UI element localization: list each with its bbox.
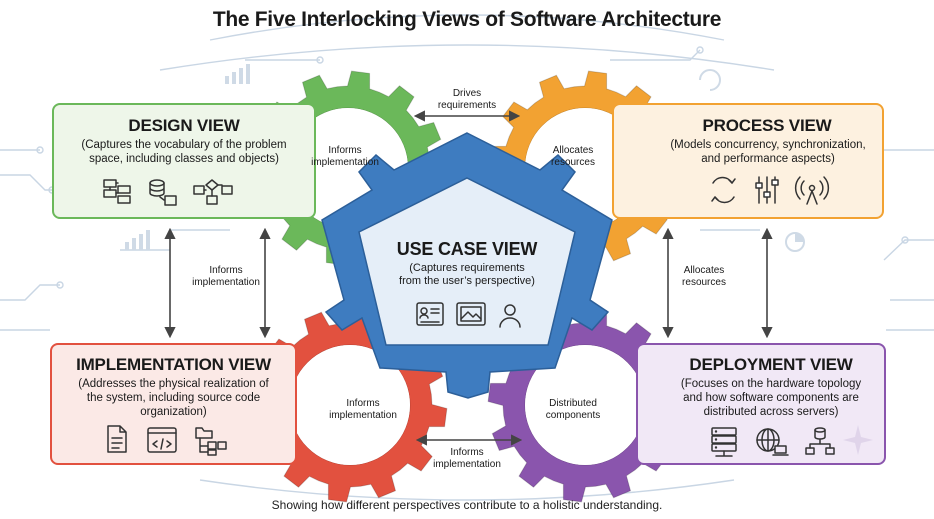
- diagram-caption: Showing how different perspectives contr…: [271, 498, 663, 512]
- circuit-line: [159, 44, 775, 71]
- circuit-line: [0, 284, 60, 301]
- diagram-title: The Five Interlocking Views of Software …: [212, 8, 722, 31]
- design-view-box: DESIGN VIEW (Captures the vocabulary of …: [52, 103, 316, 219]
- background-refresh-icon: [699, 69, 721, 91]
- circuit-line: [209, 14, 725, 41]
- network-nodes-icon: [805, 427, 835, 455]
- background-bar-chart-icon: [239, 68, 243, 84]
- circuit-line: [199, 479, 735, 501]
- code-window-icon: [147, 427, 177, 453]
- circuit-line: [883, 239, 934, 261]
- background-bar-chart-icon: [139, 234, 143, 250]
- circuit-node: [316, 56, 324, 64]
- class-diagram-icon: [103, 179, 131, 204]
- deployment-gear-hub: [525, 345, 645, 465]
- circuit-line: [610, 49, 701, 61]
- image-frame-icon: [456, 302, 486, 326]
- globe-laptop-icon: [756, 428, 789, 456]
- process-view-description: (Models concurrency, synchronization,and…: [670, 139, 866, 165]
- user-icon: [499, 304, 521, 328]
- folder-tree-icon: [195, 427, 227, 456]
- background-pie-icon: [795, 233, 804, 242]
- use-case-view-shape: [321, 132, 613, 399]
- database-cube-icon: [149, 179, 177, 206]
- circuit-node: [901, 236, 909, 244]
- implementation-view-heading: IMPLEMENTATION VIEW: [76, 355, 271, 374]
- background-bar-chart-icon: [146, 230, 150, 250]
- circuit-node: [696, 46, 704, 54]
- background-bar-chart-icon: [125, 242, 129, 250]
- implementation-gear-hub: [290, 345, 410, 465]
- background-bar-chart-icon: [232, 72, 236, 84]
- use-case-inner-panel: [358, 177, 576, 346]
- sync-arrows-icon: [711, 176, 736, 204]
- circuit-node: [56, 281, 64, 289]
- background-bar-chart-icon: [225, 76, 229, 84]
- sparkle-icon: [843, 425, 873, 455]
- process-view-box: PROCESS VIEW (Models concurrency, synchr…: [612, 103, 884, 219]
- background-bar-chart-icon: [246, 64, 250, 84]
- implementation-view-box: IMPLEMENTATION VIEW (Addresses the physi…: [50, 343, 297, 465]
- server-rack-icon: [711, 427, 737, 457]
- user-story-icon: [416, 302, 444, 326]
- process-view-heading: PROCESS VIEW: [702, 116, 832, 135]
- sliders-icon: [755, 176, 779, 204]
- design-view-heading: DESIGN VIEW: [128, 116, 240, 135]
- flowchart-icon: [193, 179, 233, 205]
- deployment-view-heading: DEPLOYMENT VIEW: [689, 355, 853, 374]
- document-icon: [107, 425, 127, 453]
- signal-tower-icon: [794, 176, 830, 205]
- use-case-view-heading: USE CASE VIEW: [396, 239, 538, 259]
- background-bar-chart-icon: [132, 238, 136, 250]
- circuit-node: [36, 146, 44, 154]
- deployment-view-box: DEPLOYMENT VIEW (Focuses on the hardware…: [636, 343, 886, 465]
